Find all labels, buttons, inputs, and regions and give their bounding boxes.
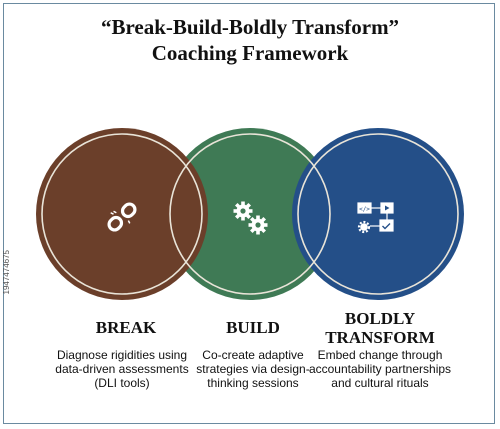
transform-circle-outline xyxy=(297,133,459,295)
build-description-line: Co-create adaptive xyxy=(202,348,304,362)
build-heading: BUILD xyxy=(173,318,333,337)
transform-heading-line-2: TRANSFORM xyxy=(325,328,435,347)
svg-text:</>: </> xyxy=(359,206,370,213)
title-line-1: “Break-Build-Boldly Transform” xyxy=(100,15,400,39)
break-description: Diagnose rigidities using data-driven as… xyxy=(42,348,202,390)
break-description-line: (DLI tools) xyxy=(94,376,150,390)
workflow-icon: </> xyxy=(357,202,394,234)
transform-description-line: and cultural rituals xyxy=(331,376,429,390)
break-heading-text: BREAK xyxy=(95,318,157,337)
build-description-line: strategies via design- xyxy=(196,362,310,376)
build-circle-outline xyxy=(169,133,331,295)
title-line-2: Coaching Framework xyxy=(151,41,349,65)
break-heading: BREAK xyxy=(46,318,206,337)
break-circle-outline xyxy=(41,133,203,295)
gears-icon xyxy=(233,201,268,235)
transform-heading-line-1: BOLDLY xyxy=(344,309,416,328)
build-circle xyxy=(164,128,336,300)
transform-heading: BOLDLY TRANSFORM xyxy=(300,309,460,347)
build-description-line: thinking sessions xyxy=(207,376,299,390)
break-description-line: Diagnose rigidities using xyxy=(56,348,188,362)
break-description-line: data-driven assessments xyxy=(55,362,189,376)
broken-chain-icon xyxy=(107,202,137,232)
build-description: Co-create adaptive strategies via design… xyxy=(173,348,333,390)
transform-description-line: Embed change through xyxy=(317,348,443,362)
stock-id-label: 1947474675 xyxy=(2,250,11,295)
transform-description: Embed change through accountability part… xyxy=(300,348,460,390)
page-title: “Break-Build-Boldly Transform” Coaching … xyxy=(0,14,500,66)
transform-circle xyxy=(292,128,464,300)
build-heading-text: BUILD xyxy=(226,318,280,337)
page-frame xyxy=(3,3,495,424)
transform-description-line: accountability partnerships xyxy=(308,362,452,376)
